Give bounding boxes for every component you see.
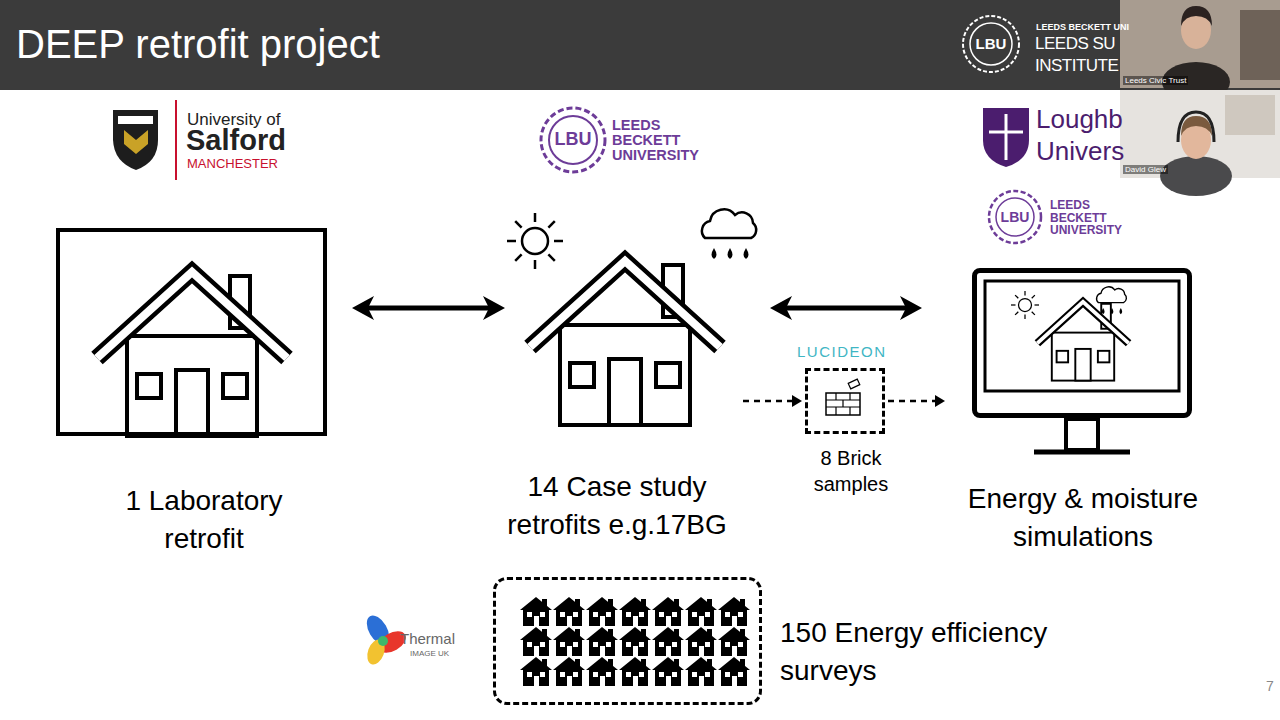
header-logo (963, 16, 1019, 72)
logo-text: Salford (186, 124, 286, 157)
salford-logo (113, 100, 176, 180)
node-label: 150 Energy efficiency surveys (780, 614, 1110, 690)
screen-house (1037, 302, 1128, 381)
case-study-house (530, 261, 720, 425)
double-arrow (352, 296, 505, 320)
connector-line (364, 306, 493, 311)
logo-text: Univers (1036, 136, 1124, 166)
page-number: 7 (1266, 678, 1274, 694)
lab-house (97, 272, 287, 436)
connector-line (888, 400, 937, 403)
connector-line (782, 306, 910, 311)
loughborough-logo (983, 108, 1029, 167)
arrow-head (352, 296, 374, 320)
lbu-logo-small (989, 191, 1041, 243)
sun-icon (1011, 291, 1039, 319)
computer-monitor (985, 281, 1179, 452)
participant-name: David Glew (1123, 165, 1168, 174)
double-arrow (770, 296, 922, 320)
logo-monogram: LBU (995, 209, 1035, 225)
retrofit-box: 1 Laboratory retrofit (56, 228, 327, 436)
logo-text: LEEDS BECKETT UNIVERSITY (612, 118, 712, 163)
node-label: 14 Case study retrofits e.g.17BG (477, 468, 757, 544)
sun-icon (507, 213, 563, 269)
arrow-head (770, 296, 792, 320)
logo-text: LEEDS BECKETT UNIVERSITY (1050, 199, 1130, 237)
logo-text: LUCIDEON (797, 343, 887, 360)
lbu-logo (541, 108, 605, 172)
arrow-head (792, 395, 802, 407)
logo-text: Thermal (400, 630, 455, 647)
arrow-head (900, 296, 922, 320)
logo-text: Loughb (1036, 104, 1123, 134)
participant-name: Leeds Civic Trust (1123, 76, 1188, 85)
title-bar (0, 0, 1280, 90)
case-study-house: 14 Case study retrofits e.g.17BG (525, 250, 725, 428)
rain-cloud-icon (1097, 287, 1127, 314)
brick-sample-box: 8 Brick samples (805, 368, 885, 434)
video-thumbnail (1120, 0, 1280, 102)
arrow-head (483, 296, 505, 320)
survey-houses (520, 597, 750, 686)
node-label: 8 Brick samples (791, 445, 911, 497)
dashed-arrow (888, 395, 945, 407)
dashed-arrow (743, 395, 802, 407)
logo-text: LEEDS SU (1035, 34, 1115, 54)
slide-title: DEEP retrofit project (16, 20, 380, 68)
logo-monogram: LBU (971, 35, 1011, 52)
node-label: Energy & moisture simulations (943, 480, 1223, 556)
video-thumbnail (1120, 90, 1280, 196)
survey-group-box: 150 Energy efficiency surveys (493, 577, 762, 705)
node-label: 1 Laboratory retrofit (84, 482, 324, 558)
logo-text: IMAGE UK (410, 649, 449, 658)
arrow-head (935, 395, 945, 407)
brick-icon (826, 379, 860, 415)
connector-line (743, 400, 794, 403)
logo-text: MANCHESTER (187, 156, 278, 171)
monitor-box: Energy & moisture simulations (972, 268, 1192, 418)
logo-monogram: LBU (551, 129, 595, 150)
logo-text: INSTITUTE (1035, 56, 1118, 76)
rain-cloud-icon (702, 209, 756, 259)
logo-text: LEEDS BECKETT UNI (1036, 22, 1129, 32)
